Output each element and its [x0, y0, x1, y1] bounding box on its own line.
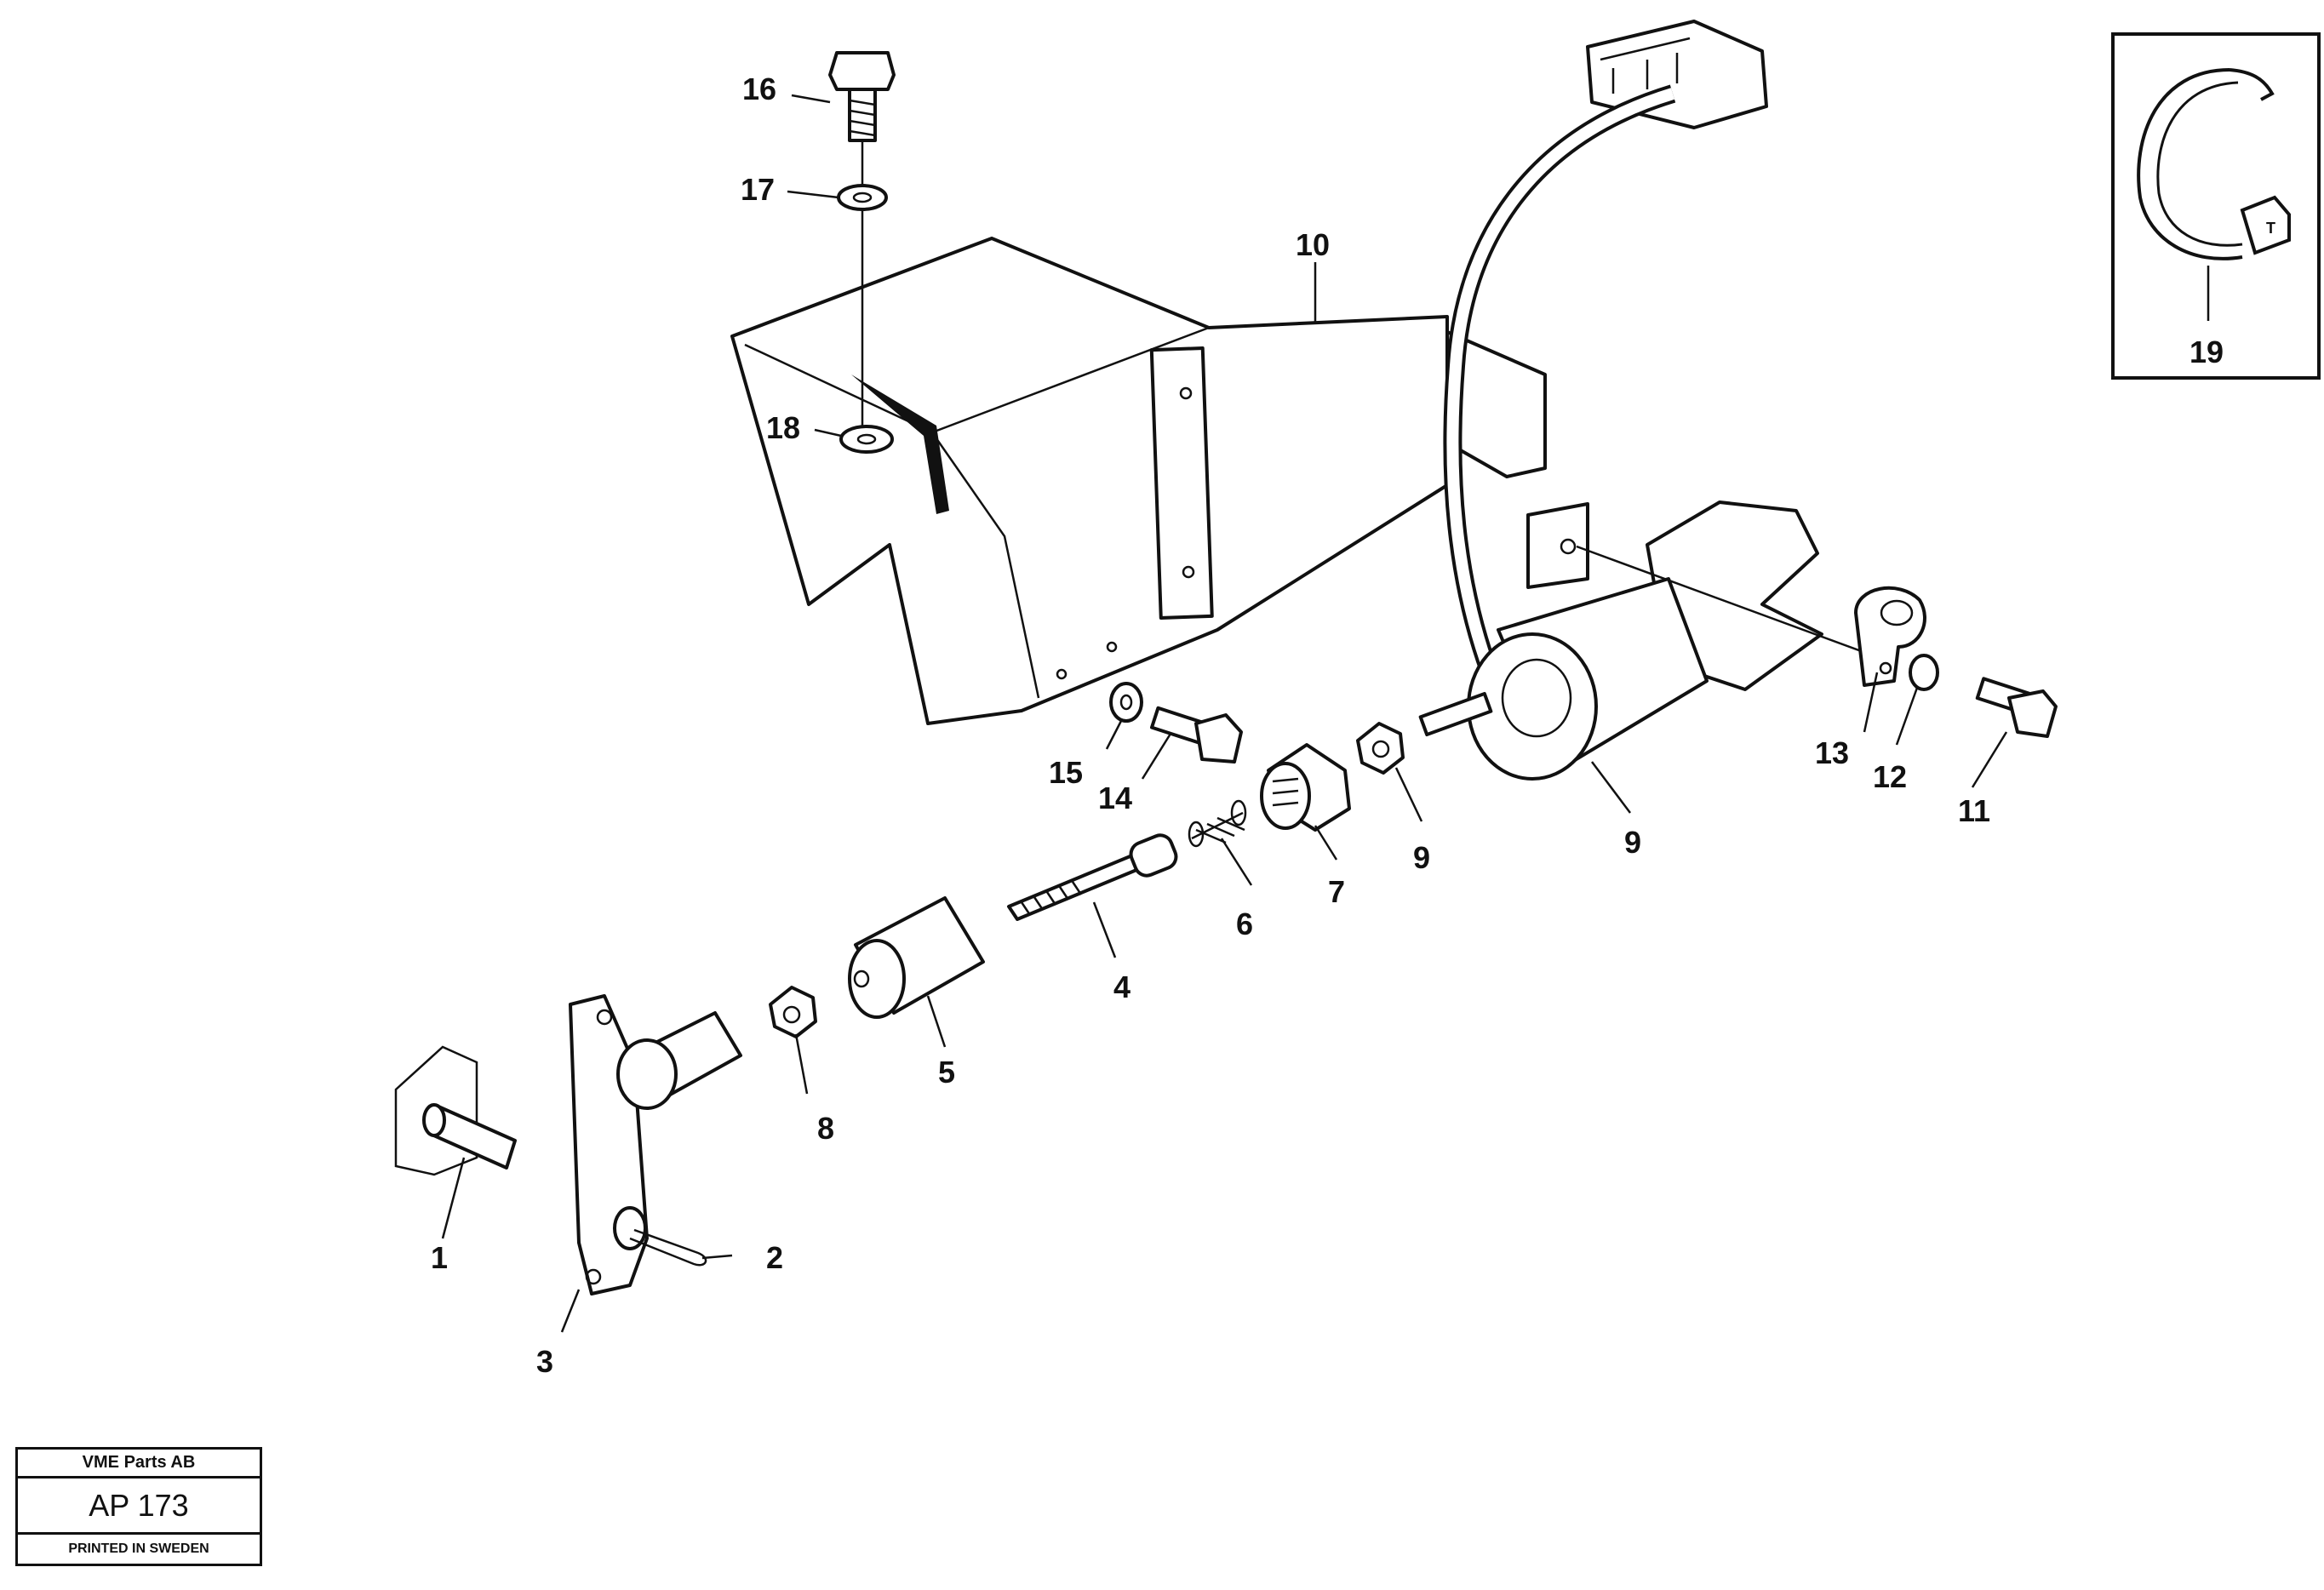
bolt-16 — [828, 51, 896, 430]
adjuster-7 — [1260, 743, 1351, 832]
label-5: 5 — [938, 1055, 955, 1090]
company-name: VME Parts AB — [18, 1450, 260, 1478]
label-3: 3 — [536, 1344, 553, 1379]
label-7: 7 — [1328, 874, 1345, 909]
rod-4 — [1007, 833, 1178, 921]
cable-tie-19: T — [2137, 68, 2291, 321]
label-1: 1 — [431, 1240, 448, 1275]
washer-12 — [1909, 654, 1939, 691]
clip-13 — [1854, 586, 1926, 687]
pin-1 — [394, 1045, 517, 1176]
washer-15 — [1109, 682, 1143, 723]
label-19-wrap: 19 — [2189, 335, 2224, 369]
label-2: 2 — [766, 1240, 783, 1275]
lever-3 — [569, 994, 742, 1295]
nut-9 — [1356, 722, 1405, 775]
label-19: 19 — [2189, 335, 2224, 369]
bolt-14 — [1150, 706, 1243, 764]
leader-lines — [441, 94, 2008, 1333]
solenoid-9 — [1418, 500, 1874, 781]
bolt-11 — [1975, 677, 2058, 738]
title-block: VME Parts AB AP 173 PRINTED IN SWEDEN — [15, 1447, 262, 1566]
label-17: 17 — [741, 172, 775, 207]
bracket-shield — [730, 237, 1547, 725]
inset-panel: T 19 — [2111, 32, 2321, 380]
label-4: 4 — [1113, 969, 1131, 1004]
label-13: 13 — [1815, 735, 1849, 770]
washer-18 — [839, 425, 894, 454]
label-9-solenoid: 9 — [1624, 825, 1641, 860]
drawing-code: AP 173 — [18, 1478, 260, 1535]
label-9-nut: 9 — [1413, 840, 1430, 875]
label-6: 6 — [1236, 907, 1253, 941]
label-11: 11 — [1958, 793, 1990, 828]
label-18: 18 — [766, 410, 800, 445]
label-8: 8 — [817, 1111, 834, 1146]
label-12: 12 — [1873, 759, 1907, 794]
label-15: 15 — [1049, 755, 1083, 790]
clamp-mark: T — [2266, 220, 2275, 237]
label-16: 16 — [742, 71, 776, 106]
spring-6 — [1188, 799, 1247, 848]
nut-8 — [769, 986, 817, 1038]
pin-2 — [629, 1228, 707, 1267]
label-14: 14 — [1098, 781, 1132, 815]
sleeve-5 — [848, 896, 985, 1019]
printed-note: PRINTED IN SWEDEN — [68, 1541, 209, 1556]
washer-17 — [837, 184, 888, 211]
label-10: 10 — [1296, 227, 1330, 262]
